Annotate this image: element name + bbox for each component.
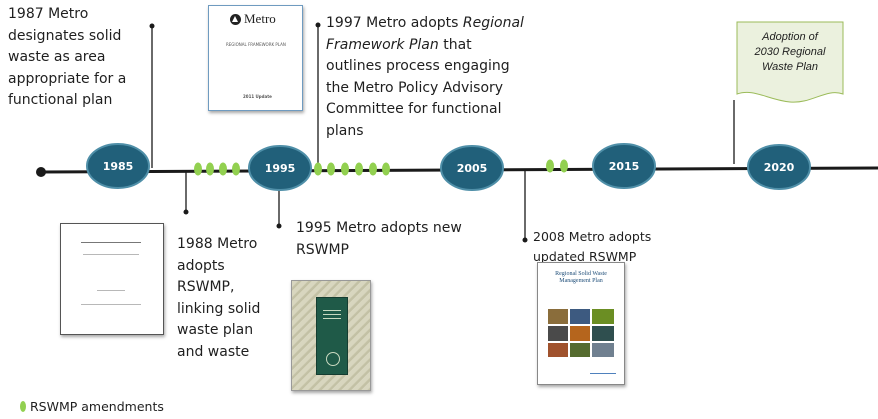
event-2008-note: 2008 Metro adopts updated RSWMP <box>533 227 651 267</box>
amendment-dot <box>219 162 227 176</box>
rswmp-2008-photo-grid <box>548 309 614 357</box>
event-1997-italic: Regional <box>462 15 524 31</box>
milestone-2005: 2005 <box>440 145 504 191</box>
milestone-2015: 2015 <box>592 143 656 189</box>
amendment-dot <box>341 162 349 176</box>
event-1987-line: designates solid <box>8 27 122 44</box>
milestone-1985: 1985 <box>86 143 150 189</box>
event-1997-text: 1997 Metro adopts <box>326 15 463 31</box>
rswmp-1988-cover <box>60 223 164 335</box>
legend: RSWMP amendments <box>20 399 164 414</box>
legend-label: RSWMP amendments <box>30 399 164 414</box>
metro-logo-icon <box>230 14 241 25</box>
milestone-1995: 1995 <box>248 145 312 191</box>
event-1997-line: plans <box>326 122 364 139</box>
amendment-dot <box>369 162 377 176</box>
amendment-dot <box>560 159 568 173</box>
milestone-label: 2015 <box>609 160 640 173</box>
amendment-dot <box>232 162 240 176</box>
amendment-dot <box>206 162 214 176</box>
rswmp-2008-title: Regional Solid Waste Management Plan <box>555 271 607 284</box>
event-1988-line: 1988 Metro <box>177 236 258 252</box>
amendment-dots <box>194 159 568 176</box>
event-1988-line: adopts <box>177 257 225 274</box>
connector-dot-1997 <box>315 22 321 28</box>
framework-plan-title: REGIONAL FRAMEWORK PLAN <box>226 42 286 47</box>
banner-line: 2030 Regional <box>754 46 826 58</box>
milestone-label: 1985 <box>103 160 134 173</box>
event-2008-line: updated RSWMP <box>533 249 637 264</box>
banner-line: Waste Plan <box>761 61 819 73</box>
event-1997-italic: Framework Plan <box>326 36 439 53</box>
event-1988-line: and waste <box>177 343 250 360</box>
event-1995-line: RSWMP <box>296 241 349 258</box>
connector-dot-1987 <box>149 23 155 29</box>
milestone-2020: 2020 <box>747 144 811 190</box>
amendment-dot-icon <box>20 401 26 412</box>
event-1988-line: RSWMP, <box>177 279 235 295</box>
event-1997-line: the Metro Policy Advisory <box>326 79 504 96</box>
milestone-label: 2020 <box>764 161 795 174</box>
amendment-dot <box>382 162 390 176</box>
amendment-dot <box>546 159 554 173</box>
milestone-label: 2005 <box>457 162 488 175</box>
amendment-dot <box>314 162 322 176</box>
event-1987-line: 1987 Metro <box>8 6 89 22</box>
event-1987-line: appropriate for a <box>8 70 127 87</box>
event-1997-text: that <box>438 36 472 53</box>
event-1997-line: Committee for functional <box>326 101 502 117</box>
event-1997-line: outlines process engaging <box>326 58 510 74</box>
milestone-label: 1995 <box>265 162 296 175</box>
amendment-dot <box>327 162 335 176</box>
metro-logo-text: Metro <box>244 11 276 26</box>
event-1987-line: functional plan <box>8 92 113 108</box>
rswmp-1995-photo <box>291 280 371 391</box>
connector-dot-1988 <box>183 209 189 215</box>
plan-banner <box>736 21 844 103</box>
event-1995-line: 1995 Metro adopts new <box>296 220 462 236</box>
rswmp-2008-cover: Regional Solid Waste Management Plan <box>537 262 625 385</box>
event-1987-note: 1987 Metro designates solid waste as are… <box>8 4 126 112</box>
event-1988-line: linking solid <box>177 300 261 317</box>
event-1988-note: 1988 Metro adopts RSWMP, linking solid w… <box>177 234 260 363</box>
event-1995-note: 1995 Metro adopts new RSWMP <box>296 218 462 261</box>
framework-plan-footer: 2011 Update <box>243 94 272 99</box>
banner-line: Adoption of <box>762 31 818 43</box>
timeline-start-dot <box>36 167 46 177</box>
connector-dot-1995 <box>276 223 282 229</box>
amendment-dot <box>194 162 202 176</box>
event-2008-line: 2008 Metro adopts <box>533 229 652 244</box>
event-1987-line: waste as area <box>8 49 106 65</box>
connector-dot-2008 <box>522 237 528 243</box>
rswmp-1995-book <box>316 297 348 375</box>
amendment-dot <box>355 162 363 176</box>
plan-banner-text: Adoption of 2030 Regional Waste Plan <box>740 30 840 75</box>
framework-plan-cover: Metro REGIONAL FRAMEWORK PLAN 2011 Updat… <box>208 5 303 111</box>
event-1988-line: waste plan <box>177 322 254 338</box>
event-1997-note: 1997 Metro adopts Regional Framework Pla… <box>326 13 524 142</box>
